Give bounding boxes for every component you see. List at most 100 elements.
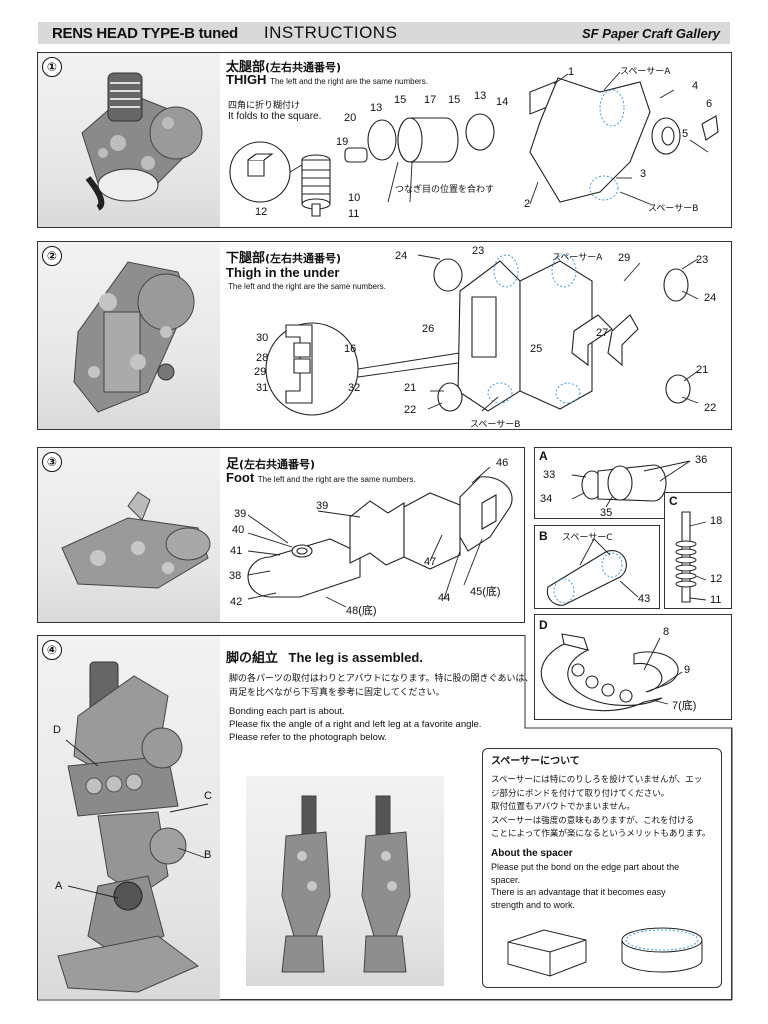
step2-title-jp: 下腿部(左右共通番号) — [226, 247, 341, 266]
step2-title-jp-main: 下腿部 — [226, 251, 266, 266]
step2-diagram — [220, 241, 732, 430]
box-c-diagram — [664, 492, 732, 609]
part-label: 36 — [695, 454, 708, 466]
part-label: 29 — [618, 252, 631, 264]
step4-title-jp: 脚の組立 — [226, 651, 279, 666]
part-label: 41 — [230, 545, 243, 557]
part-label: 22 — [704, 402, 717, 414]
lower-thigh-photo-illustration — [38, 242, 220, 429]
step1-diagram — [220, 52, 732, 228]
step3-title-jp: 足(左右共通番号) — [226, 453, 315, 472]
part-label: 46 — [496, 457, 509, 469]
part-label: 38 — [229, 570, 242, 582]
step4-title: 脚の組立 The leg is assembled. — [226, 647, 423, 666]
part-label: 14 — [496, 96, 509, 108]
part-label: 19 — [336, 136, 349, 148]
step1-title-en-main: THIGH — [226, 72, 267, 87]
part-label: 8 — [663, 626, 670, 638]
step1-title-en: THIGH The left and the right are the sam… — [226, 72, 428, 87]
step2-spacer-a: スペーサーA — [552, 253, 603, 263]
thigh-photo-illustration — [38, 53, 220, 227]
step1-fold-jp: 四角に折り糊付け — [228, 101, 301, 111]
box-d-diagram — [534, 614, 732, 720]
step4-number: ④ — [42, 640, 62, 660]
step2-photo — [38, 242, 220, 429]
part-label: 45(底) — [470, 586, 501, 598]
spacer-note-title-jp: スペーサーについて — [491, 756, 580, 767]
legs-pair-illustration — [246, 776, 444, 986]
spacer-note-en-line: There is an advantage that it becomes ea… — [491, 887, 666, 897]
box-c — [664, 492, 732, 609]
model-name: RENS HEAD TYPE-B tuned — [52, 24, 238, 42]
spacer-note-en-line: strength and to work. — [491, 899, 576, 910]
part-label: 18 — [710, 515, 723, 527]
step1-spacer-b: スペーサーB — [648, 204, 699, 214]
part-label: 47 — [424, 556, 437, 568]
part-label: 11 — [710, 594, 722, 606]
step1-seam-jp: つなぎ目の位置を合わす — [395, 185, 495, 195]
box-d-label: D — [539, 618, 548, 632]
box-b-spacer-c: スペーサーC — [562, 533, 613, 543]
brand-name: SF Paper Craft Gallery — [582, 25, 720, 41]
part-label: 6 — [706, 98, 713, 110]
step1-number: ① — [42, 57, 62, 77]
step1-photo — [38, 53, 220, 227]
part-label: 10 — [348, 192, 361, 204]
photo-label-d: D — [53, 724, 61, 736]
spacer-note-jp-line: ジ部分にボンドを付けて取り付けてください。 — [491, 788, 670, 799]
box-c-label: C — [669, 494, 678, 508]
photo-label-a: A — [55, 880, 63, 892]
part-label: 32 — [348, 382, 361, 394]
step4-body-en: Bonding each part is about. Please fix t… — [229, 705, 481, 744]
step1-spacer-a: スペーサーA — [620, 67, 671, 77]
part-label: 2 — [524, 198, 531, 210]
step4-body-en-line: Please refer to the photograph below. — [229, 732, 387, 743]
step3-title-en-main: Foot — [226, 470, 255, 485]
part-label: 48(底) — [346, 605, 377, 617]
part-label: 15 — [394, 94, 407, 106]
part-label: 23 — [696, 254, 709, 266]
part-label: 27 — [596, 327, 609, 339]
step1-note: The left and the right are the same numb… — [270, 77, 428, 86]
step4-body-en-line: Bonding each part is about. — [229, 706, 345, 717]
part-label: 12 — [710, 573, 723, 585]
part-label: 39 — [316, 500, 329, 512]
part-label: 44 — [438, 592, 451, 604]
step1-title-jp: 太腿部(左右共通番号) — [226, 56, 341, 75]
spacer-note-en-line: Please put the bond on the edge part abo… — [491, 862, 680, 872]
part-label: 24 — [704, 292, 717, 304]
step1-fold-en: It folds to the square. — [228, 111, 322, 122]
part-label: 9 — [684, 664, 691, 676]
spacer-note-jp-line: スペーサーには特にのりしろを設けていませんが、エッ — [491, 775, 703, 785]
part-label: 31 — [256, 382, 269, 394]
box-b-label: B — [539, 529, 548, 543]
spacer-note-body-en: Please put the bond on the edge part abo… — [491, 861, 679, 911]
step4-body-jp-line: 両足を比べながら下写真を参考に固定してください。 — [229, 688, 445, 698]
page-header: RENS HEAD TYPE-B tuned INSTRUCTIONS SF P… — [38, 22, 730, 44]
step3-number: ③ — [42, 452, 62, 472]
part-label: 1 — [568, 66, 575, 78]
part-label: 23 — [472, 245, 485, 257]
part-label: 15 — [448, 94, 461, 106]
part-label: 26 — [422, 323, 435, 335]
part-label: 25 — [530, 343, 543, 355]
step4-leg-photo — [38, 636, 220, 999]
step4-body-en-line: Please fix the angle of a right and left… — [229, 719, 482, 730]
part-label: 17 — [424, 94, 437, 106]
box-b-diagram — [534, 525, 660, 609]
part-label: 20 — [344, 112, 357, 124]
step1-title-jp-sub: (左右共通番号) — [265, 61, 342, 74]
page-title: INSTRUCTIONS — [263, 23, 398, 42]
spacer-note-jp-line: 取付位置もアバウトでかまいません。 — [491, 802, 635, 812]
step4-body-jp-line: 脚の各パーツの取付はわりとアバウトになります。特に股の開きぐあいは、 — [229, 674, 534, 684]
foot-photo-illustration — [38, 448, 220, 622]
legs-pair-photo — [246, 776, 444, 986]
step2-spacer-b: スペーサーB — [470, 420, 521, 430]
part-label: 13 — [474, 90, 487, 102]
part-label: 12 — [255, 206, 268, 218]
step3-photo — [38, 448, 220, 622]
part-label: 39 — [234, 508, 247, 520]
part-label: 30 — [256, 332, 269, 344]
box-a-diagram — [534, 447, 732, 519]
